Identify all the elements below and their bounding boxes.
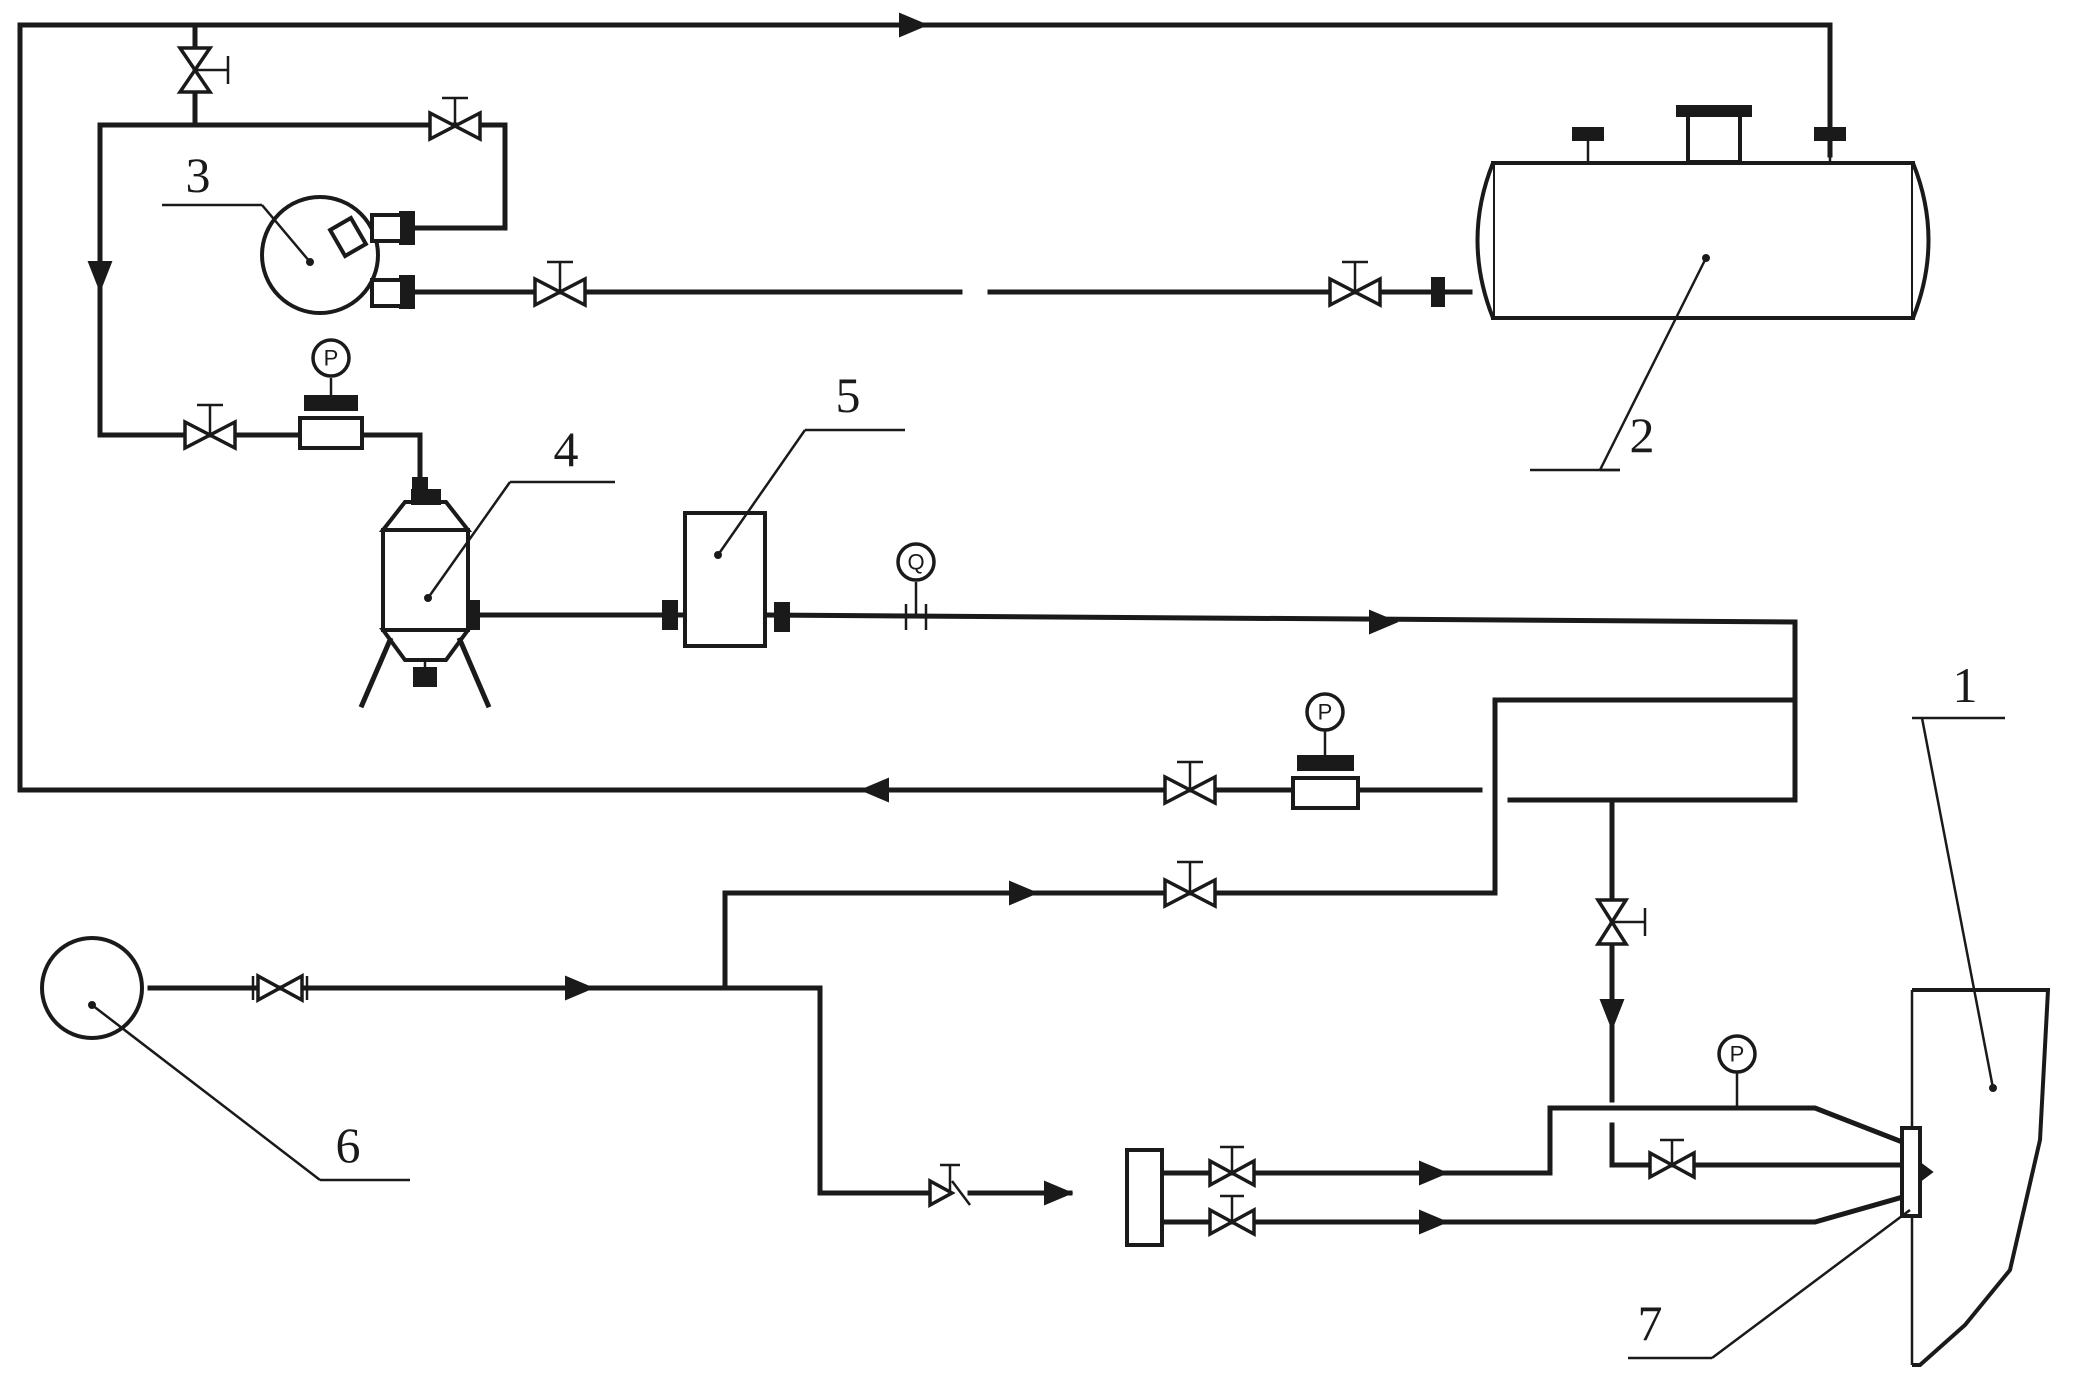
label-pump-3: 3 bbox=[186, 147, 211, 203]
valve-distributor-upper bbox=[1210, 1147, 1254, 1185]
valve-return-line bbox=[1165, 762, 1215, 803]
pipe-outer-loop bbox=[20, 25, 1830, 790]
valve-top-branch bbox=[180, 48, 228, 92]
arrow-left-return bbox=[862, 779, 888, 801]
instruments: P Q P P bbox=[300, 340, 1755, 1108]
pressure-regulator-return: P bbox=[1293, 694, 1358, 808]
arrow-right-upper-out bbox=[1420, 1162, 1446, 1184]
pipe-inner-loop bbox=[725, 700, 1795, 985]
distributor bbox=[1127, 1150, 1162, 1245]
valve-check bbox=[930, 1165, 970, 1205]
valve-burner-inlet bbox=[1650, 1140, 1694, 1177]
pipe-distributor-lower bbox=[1162, 1195, 1910, 1222]
label-unit-5: 5 bbox=[836, 367, 861, 423]
valve-filter-inlet bbox=[185, 405, 235, 448]
callouts: 3 2 4 5 1 6 7 bbox=[92, 147, 2005, 1358]
filter-vessel bbox=[362, 490, 488, 705]
label-tank-2: 2 bbox=[1630, 407, 1655, 463]
flow-gauge-label: Q bbox=[907, 550, 924, 575]
label-nozzle-7: 7 bbox=[1638, 1295, 1663, 1351]
label-filter-4: 4 bbox=[554, 421, 579, 477]
arrow-right-inner bbox=[1010, 882, 1036, 904]
arrow-down-left bbox=[89, 262, 111, 290]
pressure-gauge-return: P bbox=[1318, 700, 1333, 725]
supply-vessel bbox=[42, 938, 142, 1038]
valve-distributor-lower bbox=[1210, 1196, 1254, 1234]
pressure-gauge-burner-group: P bbox=[1719, 1036, 1755, 1108]
storage-tank bbox=[1478, 106, 1929, 318]
arrow-right-header bbox=[1370, 611, 1396, 633]
valve-vessel-6 bbox=[253, 976, 307, 1000]
unit-box bbox=[685, 513, 765, 646]
pressure-regulator-filter: P bbox=[300, 340, 362, 448]
pump bbox=[262, 197, 402, 313]
furnace-wall bbox=[1912, 990, 2048, 1365]
pressure-gauge-burner: P bbox=[1730, 1042, 1745, 1067]
valve-pump-discharge bbox=[535, 262, 585, 305]
label-vessel-6: 6 bbox=[336, 1117, 361, 1173]
arrow-right-distributor bbox=[1045, 1182, 1071, 1204]
valve-inner-loop bbox=[1165, 862, 1215, 906]
pipe-from-vessel-6 bbox=[150, 988, 930, 1193]
arrow-right-top bbox=[900, 14, 926, 36]
label-furnace-1: 1 bbox=[1953, 657, 1978, 713]
valve-tank-inlet bbox=[1330, 262, 1380, 305]
flow-meter: Q bbox=[898, 544, 934, 615]
pipe-unit-to-header bbox=[765, 615, 1795, 800]
pressure-gauge-filter: P bbox=[324, 346, 339, 371]
valve-pump-loop bbox=[430, 98, 480, 139]
burner-nozzle bbox=[1902, 1128, 1932, 1216]
arrow-down-burner bbox=[1601, 1000, 1623, 1028]
valve-drop-burner bbox=[1598, 900, 1645, 944]
arrow-right-vessel bbox=[566, 977, 592, 999]
tank-manhole bbox=[1688, 112, 1740, 162]
arrow-right-lower-out bbox=[1420, 1211, 1446, 1233]
